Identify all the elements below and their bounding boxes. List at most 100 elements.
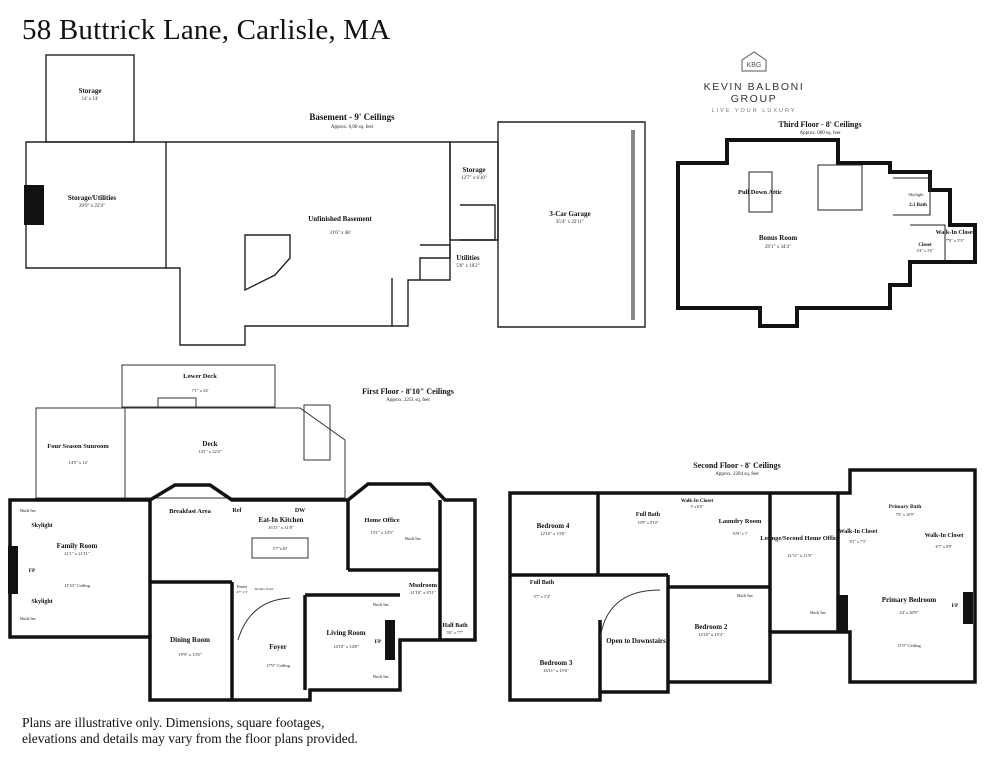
room-dining: Dining Room <box>170 636 210 644</box>
room-mudroom: Mudroom <box>409 582 438 589</box>
third-approx: Approx. 000 sq. feet <box>800 131 842 136</box>
room-home-office: Home Office <box>364 517 399 524</box>
foyer-ceiling: 17'9" Ceiling <box>266 663 291 668</box>
room-open-downstairs: Open to Downstairs <box>606 637 666 645</box>
second-heading: Second Floor - 8' Ceilings <box>693 461 780 470</box>
room-lower-deck: Lower Deck <box>183 373 217 380</box>
room-storage-top-dims: 14' x 14' <box>82 97 99 102</box>
first-heading: First Floor - 8'10" Ceilings <box>362 387 454 396</box>
family-ceiling: 11'10" Ceiling <box>64 583 91 588</box>
basement-heading: Basement - 9' Ceilings <box>309 112 395 122</box>
room-living-dims: 14'10" x 14'8" <box>333 644 359 649</box>
pantry-dims: 4'7" x 5' <box>236 590 248 594</box>
room-full-bath-2: Full Bath <box>530 580 555 586</box>
family-builtins-2: Built Ins <box>20 616 36 621</box>
first-approx: Approx. 2251 sq. feet <box>386 398 430 403</box>
room-bedroom-3-dims: 16'11" x 15'6" <box>543 668 569 673</box>
third-floor-plan <box>676 138 977 328</box>
brand-logo: KBG KEVIN BALBONI GROUP LIVE YOUR LUXURY <box>684 50 824 114</box>
room-laundry: Laundry Room <box>719 518 762 525</box>
primary-fireplace-block <box>838 595 848 631</box>
family-fp: FP <box>29 568 36 574</box>
room-kitchen: Eat-In Kitchen <box>259 516 304 524</box>
room-full-bath-1: Full Bath <box>636 512 661 518</box>
room-bonus: Bonus Room <box>759 234 797 242</box>
primary-fireplace-block-2 <box>963 592 973 624</box>
family-fireplace-block <box>8 546 18 594</box>
family-builtins-1: Built Ins <box>20 508 36 513</box>
office-builtins: Built Ins <box>405 536 421 541</box>
room-third-closet: Closet <box>918 243 932 248</box>
room-half-bath: Half Bath <box>442 623 468 629</box>
room-primary-bath-dims: 7'6" x 16'9" <box>896 512 915 517</box>
logo-mark: KBG <box>747 62 762 69</box>
room-third-walkin: Walk-In Closet <box>936 230 975 236</box>
room-bedroom-2-dims: 14'10" x 15'4" <box>698 632 724 637</box>
third-heading: Third Floor - 8' Ceilings <box>779 120 862 129</box>
living-builtins-1: Built Ins <box>373 602 389 607</box>
room-laundry-dims: 10'9" x 7' <box>732 531 747 536</box>
basement-fireplace-block <box>24 185 44 225</box>
basement-approx: Approx. 0,00 sq. feet <box>331 125 374 130</box>
room-sunroom: Four Season Sunroom <box>47 443 109 450</box>
basement-plan <box>25 54 646 346</box>
family-skylight-2: Skylight <box>31 599 52 605</box>
room-family-dims: 21'1" x 21'11" <box>64 551 90 556</box>
room-walkin-small: Walk-In Closet <box>681 499 714 504</box>
room-walkin-small-dims: 3' x 6'6" <box>690 504 703 509</box>
room-full-bath-1-dims: 10'9" x 9'10" <box>638 520 659 525</box>
room-utilities: Utilities <box>456 254 480 262</box>
room-half-bath-dims: 5'6" x 7'7" <box>447 630 464 635</box>
kitchen-island <box>251 537 309 559</box>
room-primary-bath: Primary Bath <box>889 504 922 510</box>
third-floor-details <box>748 164 946 262</box>
second-approx: Approx. 2204 sq. feet <box>715 472 759 477</box>
double-oven: Double Oven <box>255 587 274 591</box>
room-bedroom-4-dims: 12'10" x 13'6" <box>540 531 566 536</box>
second-stair <box>599 589 661 641</box>
room-garage-dims: 35'4" x 22'11" <box>556 220 584 225</box>
room-deck: Deck <box>202 440 217 448</box>
room-storage-small-dims: 12'7" x 6'10" <box>461 176 487 181</box>
room-unfinished: Unfinished Basement <box>308 215 372 223</box>
bedroom-2-builtins: Built Ins <box>737 593 753 598</box>
room-storage-utilities: Storage/Utilities <box>68 194 116 202</box>
room-lounge: Lounge/Second Home Office <box>760 535 840 542</box>
room-storage-small: Storage <box>463 166 486 174</box>
room-storage-top: Storage <box>79 87 102 95</box>
room-dining-dims: 19'9" x 13'6" <box>178 652 201 657</box>
room-lounge-dims: 21'11" x 11'6" <box>787 553 812 558</box>
room-storage-utilities-dims: 20'9" x 22'4" <box>79 204 105 209</box>
family-skylight-1: Skylight <box>31 523 52 529</box>
room-lower-deck-dims: 7'1" x 24' <box>192 388 209 393</box>
room-deck-dims: 14'1" x 32'4" <box>198 449 221 454</box>
room-walkin-2-dims: 6'7" x 8'8" <box>936 544 953 549</box>
listing-title: 58 Buttrick Lane, Carlisle, MA <box>22 14 391 46</box>
pantry-label: Pantry <box>237 584 247 589</box>
primary-ceiling: 11'9" Ceiling <box>897 643 921 648</box>
room-sunroom-dims: 14'5" x 14' <box>68 460 87 465</box>
room-family: Family Room <box>57 542 98 550</box>
disclaimer-text: Plans are illustrative only. Dimensions,… <box>22 715 358 746</box>
kitchen-dw: DW <box>295 508 305 514</box>
room-bonus-dims: 29'1" x 34'4" <box>765 245 791 250</box>
room-kitchen-dims: 16'11" x 31'8" <box>268 525 294 530</box>
first-floor-plan <box>8 482 477 702</box>
room-bedroom-3: Bedroom 3 <box>540 659 573 667</box>
living-builtins-2: Built Ins <box>373 674 389 679</box>
room-home-office-dims: 13'1" x 14'5" <box>370 530 393 535</box>
room-third-walkin-dims: 7'9" x 5'3" <box>946 238 965 243</box>
room-bedroom-4: Bedroom 4 <box>537 522 570 530</box>
room-unfinished-dims: 31'6" x 48' <box>329 231 350 236</box>
room-mudroom-dims: 21'10" x 8'11" <box>410 590 436 595</box>
lounge-builtins: Built Ins <box>810 610 826 615</box>
room-breakfast: Breakfast Area <box>169 508 212 515</box>
kitchen-ref: Ref <box>233 508 243 514</box>
brand-name: KEVIN BALBONI GROUP <box>703 81 805 105</box>
room-bedroom-2: Bedroom 2 <box>695 623 728 631</box>
room-primary-dims: 24' x 20'9" <box>899 610 918 615</box>
room-living: Living Room <box>326 629 365 637</box>
room-third-bath: 2.1 Bath <box>909 203 927 208</box>
brand-tagline: LIVE YOUR LUXURY <box>711 108 797 114</box>
